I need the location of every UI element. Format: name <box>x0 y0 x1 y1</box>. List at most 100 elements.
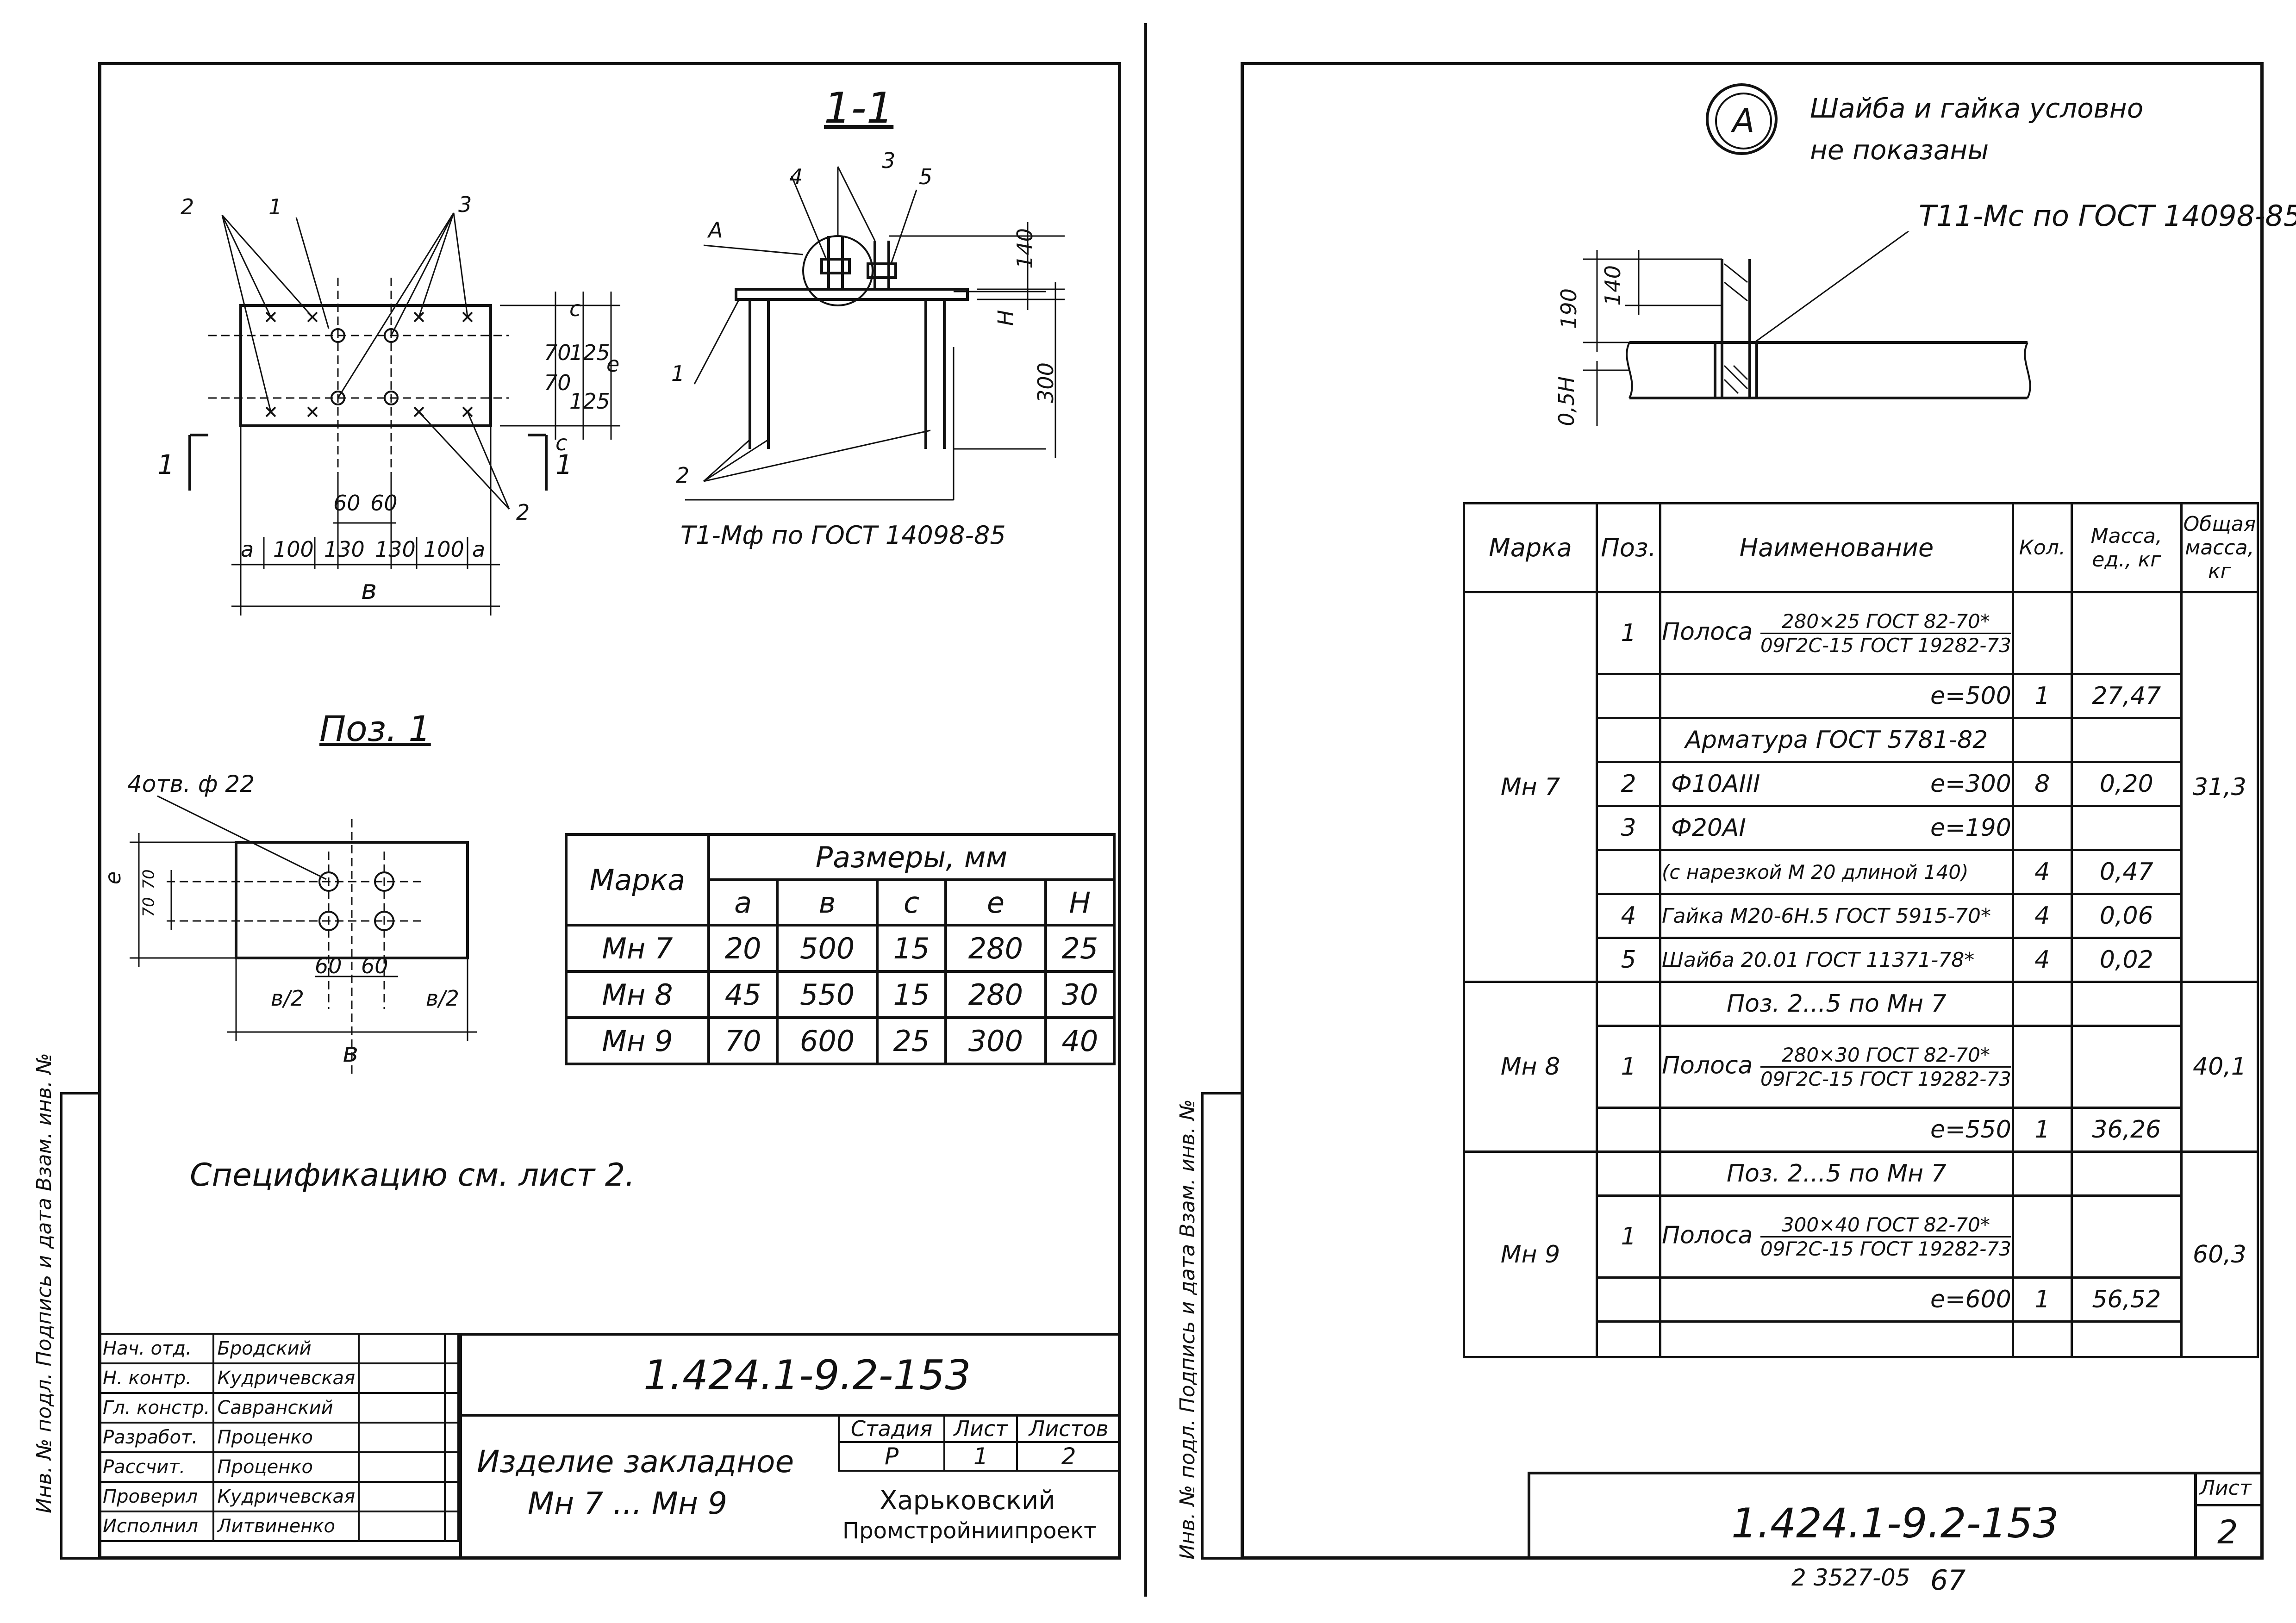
stamp-person: Кудричевская <box>212 1481 360 1512</box>
stamp-left-frame <box>459 1333 1121 1560</box>
pos1-dim-e: e <box>100 871 126 885</box>
stamp-person: Проценко <box>212 1451 360 1483</box>
spec-name-a: Полоса <box>1662 1221 1753 1249</box>
sizes-cell: 600 <box>776 1016 879 1065</box>
stamp-date <box>444 1362 459 1394</box>
view-a-drawing <box>1583 231 2031 426</box>
spec-mass: 36,26 <box>2070 1107 2183 1153</box>
stamp-signature <box>358 1392 446 1424</box>
spec-name: Полоса 280×30 ГОСТ 82-70*09Г2С-15 ГОСТ 1… <box>1659 1025 2014 1109</box>
stamp-left-roles: Нач. отд.Бродский Н. контр.Кудричевская … <box>98 1333 459 1542</box>
spec-row: e=600 1 56,52 <box>1464 1276 2258 1323</box>
pos1-drawing <box>130 795 477 1078</box>
sizes-col-mark: Марка <box>565 833 710 927</box>
spec-name: Полоса 300×40 ГОСТ 82-70*09Г2С-15 ГОСТ 1… <box>1659 1194 2014 1279</box>
spec-qty <box>2011 1320 2073 1358</box>
spec-mark: Мн 9 <box>1463 1150 1598 1358</box>
sizes-row: Мн 8 45 550 15 280 30 <box>565 970 1116 1019</box>
stamp-date <box>444 1481 459 1512</box>
stamp-signature <box>358 1511 446 1542</box>
callout-top-mid: 1 <box>268 194 282 219</box>
spec-pos: 4 <box>1596 893 1661 939</box>
stamp-right-h-sheet: Лист <box>2200 1476 2252 1500</box>
stamp-date <box>444 1422 459 1453</box>
spec-name: Шайба 20.01 ГОСТ 11371-78* <box>1659 937 2014 983</box>
view-a-dim-05h: 0,5Н <box>1554 376 1579 426</box>
spec-mass <box>2070 717 2183 763</box>
stamp-role-row: Нач. отд.Бродский <box>98 1333 459 1364</box>
section-1-1-drawing <box>685 166 1065 501</box>
spec-h-qty: Кол. <box>2011 502 2073 593</box>
side-label-left: Инв. № подл. Подпись и дата Взам. инв. № <box>32 1053 56 1513</box>
spec-total: 40,1 <box>2180 981 2259 1153</box>
spec-frac-top: 300×40 ГОСТ 82-70* <box>1760 1213 2011 1237</box>
spec-mark: Мн 7 <box>1463 591 1598 983</box>
view-a-note-2: не показаны <box>1810 134 1989 166</box>
spec-total: 60,3 <box>2180 1150 2259 1358</box>
stamp-sheets: 2 <box>1016 1441 1121 1472</box>
spec-mass: 56,52 <box>2070 1276 2183 1323</box>
spec-mass: 0,20 <box>2070 761 2183 807</box>
sizes-row: Мн 9 70 600 25 300 40 <box>565 1016 1116 1065</box>
spec-frac-top: 280×25 ГОСТ 82-70* <box>1760 610 2011 634</box>
sizes-cell: 500 <box>776 924 879 973</box>
sec-pos-A: A <box>708 218 723 243</box>
spec-row <box>1464 1320 2258 1358</box>
stamp-signature <box>358 1481 446 1512</box>
stamp-signature <box>358 1422 446 1453</box>
spec-name: (с нарезкой М 20 длиной 140) <box>1659 849 2014 895</box>
sec-dim-140: 140 <box>1012 228 1037 269</box>
stamp-org-1: Харьковский <box>880 1486 1055 1516</box>
spec-mass <box>2070 805 2183 851</box>
spec-mass <box>2070 591 2183 675</box>
pos1-dim-b: в <box>343 1037 359 1068</box>
sizes-mark: Мн 9 <box>565 1016 710 1065</box>
spec-name: Ф10АIII e=300 <box>1659 761 2014 807</box>
sec-dim-H: H <box>993 310 1018 326</box>
stamp-sheet: 1 <box>943 1441 1018 1472</box>
page-number: 67 <box>1930 1564 1966 1597</box>
spec-name: Поз. 2...5 по Мн 7 <box>1659 981 2014 1027</box>
sec-pos-1: 1 <box>671 361 685 386</box>
sizes-cell: 280 <box>944 970 1047 1019</box>
stamp-person: Проценко <box>212 1422 360 1453</box>
dim-bottom-b: в <box>361 574 377 605</box>
spec-name-r: e=190 <box>1930 814 2011 842</box>
right-sheet <box>1241 62 2264 1560</box>
spec-frac-bot: 09Г2С-15 ГОСТ 19282-73 <box>1760 1067 2011 1090</box>
stamp-role: Гл. констр. <box>98 1392 215 1424</box>
pos1-dim-60b: 60 <box>361 953 388 978</box>
spec-pos: 1 <box>1596 1025 1661 1109</box>
dim-bottom-a-left: a <box>241 537 254 562</box>
spec-name-r: e=300 <box>1930 770 2011 798</box>
sizes-cell: 25 <box>1044 924 1116 973</box>
sizes-cell: 45 <box>707 970 779 1019</box>
spec-name-a: Ф10АIII <box>1671 770 1760 798</box>
spec-h-mass-total: Общая масса, кг <box>2180 502 2259 593</box>
sec-dim-300: 300 <box>1033 362 1058 403</box>
spec-mass: 27,47 <box>2070 673 2183 719</box>
spec-h-mass-unit: Масса, ед., кг <box>2070 502 2183 593</box>
dim-right-70b: 70 <box>544 370 571 395</box>
weld-note-t11: Т11-Мс по ГОСТ 14098-85 <box>1919 199 2296 233</box>
stamp-left-stage-table: Стадия Лист Листов Р 1 2 <box>837 1414 1121 1472</box>
sec-pos-2: 2 <box>676 463 690 488</box>
spec-row: Мн 8 Поз. 2...5 по Мн 7 40,1 <box>1463 981 2259 1153</box>
spec-qty: 4 <box>2011 937 2073 983</box>
sizes-col-group: Размеры, мм <box>707 833 1116 881</box>
sec-pos-3: 3 <box>882 148 896 173</box>
spec-mass <box>2070 1320 2183 1358</box>
spec-mass <box>2070 981 2183 1027</box>
dim-mid-60a: 60 <box>333 491 361 516</box>
spec-mass <box>2070 1025 2183 1109</box>
spec-name: Поз. 2...5 по Мн 7 <box>1659 1150 2014 1197</box>
spec-qty: 1 <box>2011 1107 2073 1153</box>
spec-mass: 0,47 <box>2070 849 2183 895</box>
spec-qty <box>2011 1025 2073 1109</box>
spec-pos <box>1596 1276 1661 1323</box>
spec-qty <box>2011 717 2073 763</box>
view-a-dim-190: 190 <box>1556 288 1581 329</box>
stamp-right-code: 1.424.1-9.2-153 <box>1731 1499 2059 1547</box>
